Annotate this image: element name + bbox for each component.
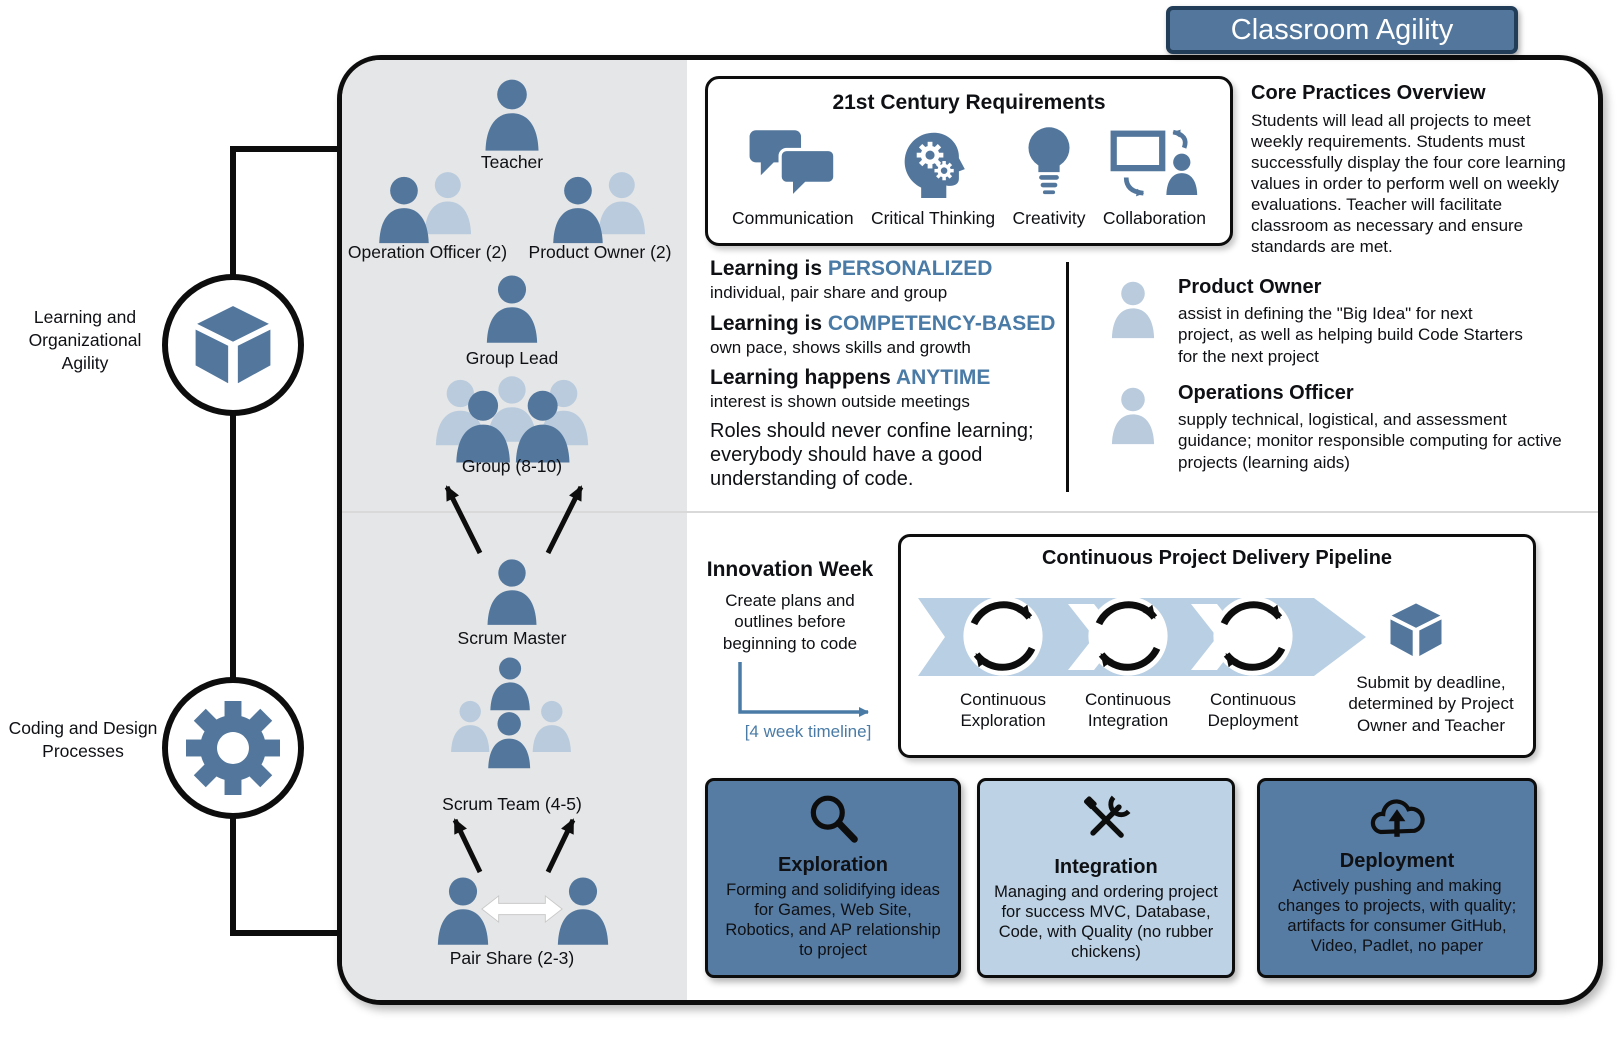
learning-highlight: COMPETENCY-BASED bbox=[827, 312, 1056, 335]
pipeline-stage-label: Continuous Integration bbox=[1084, 690, 1171, 730]
learning-anytime: Learning happens ANYTIME interest is sho… bbox=[710, 366, 1070, 412]
arrows-pair-to-scrum-team bbox=[452, 818, 576, 874]
exploration-title: Exploration bbox=[777, 854, 888, 876]
submit-note: Submit by deadline, determined by Projec… bbox=[1348, 673, 1514, 735]
gear-icon bbox=[186, 701, 280, 795]
magnifier-icon bbox=[810, 795, 858, 843]
learning-personalized: Learning is PERSONALIZED individual, pai… bbox=[710, 257, 1070, 303]
cube-icon bbox=[192, 303, 274, 387]
req-item-critical-thinking: Critical Thinking bbox=[871, 127, 995, 229]
req-label: Communication bbox=[732, 208, 854, 228]
core-practices-body: Students will lead all projects to meet … bbox=[1251, 111, 1566, 257]
timeline-label: [4 week timeline] bbox=[744, 722, 872, 741]
product-owner-role-desc: assist in defining the "Big Idea" for ne… bbox=[1178, 304, 1523, 366]
requirements-box: 21st Century Requirements Communication … bbox=[705, 76, 1233, 246]
scrum-master-label: Scrum Master bbox=[457, 628, 567, 648]
teacher-label: Teacher bbox=[480, 152, 544, 172]
operations-officer-role-icon bbox=[1111, 387, 1155, 445]
learning-highlight: ANYTIME bbox=[895, 366, 991, 389]
learning-prefix: Learning is bbox=[710, 312, 823, 335]
page-title: Classroom Agility bbox=[1230, 13, 1454, 46]
group-icon bbox=[435, 376, 589, 463]
group-lead-icon bbox=[486, 275, 538, 343]
integration-title: Integration bbox=[1054, 856, 1158, 878]
deployment-box: Deployment Actively pushing and making c… bbox=[1257, 778, 1537, 978]
learning-sub: interest is shown outside meetings bbox=[710, 392, 970, 411]
requirements-row: Communication Critical Thinking bbox=[708, 115, 1230, 229]
core-practices-title: Core Practices Overview bbox=[1251, 82, 1486, 104]
req-label: Collaboration bbox=[1102, 208, 1206, 228]
core-practices-block: Core Practices Overview Students will le… bbox=[1251, 82, 1573, 258]
scrum-team-icon bbox=[451, 657, 571, 769]
pipeline-stage-label: Continuous Deployment bbox=[1207, 690, 1299, 730]
timeline-arrow bbox=[738, 662, 869, 717]
pair-share-label: Pair Share (2-3) bbox=[449, 948, 575, 968]
req-label: Critical Thinking bbox=[870, 208, 996, 228]
product-owner-role-icon bbox=[1111, 281, 1155, 339]
pipeline-title: Continuous Project Delivery Pipeline bbox=[1041, 547, 1393, 569]
requirements-title: 21st Century Requirements bbox=[832, 91, 1106, 114]
rail-label-bottom: Coding and Design Processes bbox=[8, 718, 158, 761]
submit-cube-icon bbox=[1388, 601, 1444, 659]
learning-prefix: Learning happens bbox=[710, 366, 891, 389]
deployment-title: Deployment bbox=[1339, 850, 1455, 872]
product-owner-role-block: Product Owner assist in defining the "Bi… bbox=[1178, 276, 1533, 367]
coding-processes-circle bbox=[162, 677, 304, 819]
arrows-scrum-to-group bbox=[444, 485, 584, 555]
tools-icon bbox=[1083, 795, 1131, 838]
lightbulb-icon bbox=[1028, 127, 1070, 195]
learning-competency: Learning is COMPETENCY-BASED own pace, s… bbox=[710, 312, 1070, 358]
learning-note: Roles should never confine learning; eve… bbox=[710, 420, 1034, 490]
scrum-master-icon bbox=[487, 559, 537, 625]
title-banner: Classroom Agility bbox=[1166, 6, 1518, 54]
group-lead-label: Group Lead bbox=[465, 348, 559, 368]
screen-person-icon bbox=[1110, 129, 1198, 197]
rail-vertical-line bbox=[230, 146, 236, 936]
req-label: Creativity bbox=[1012, 208, 1086, 228]
quadrant-divider-line bbox=[342, 511, 1598, 513]
teacher-icon bbox=[485, 79, 539, 151]
innovation-week-desc: Create plans and outlines before beginni… bbox=[722, 591, 858, 653]
roles-divider-line bbox=[1066, 262, 1069, 492]
rail-bottom-connector bbox=[230, 930, 342, 936]
rail-label-top: Learning and Organizational Agility bbox=[28, 307, 142, 373]
cycle-arrows-icon bbox=[1088, 596, 1168, 676]
product-owner-label: Product Owner (2) bbox=[528, 242, 672, 262]
req-item-creativity: Creativity bbox=[1012, 125, 1086, 229]
learning-agility-circle bbox=[162, 274, 304, 416]
deployment-desc: Actively pushing and making changes to p… bbox=[1277, 877, 1517, 956]
operations-officer-role-desc: supply technical, logistical, and assess… bbox=[1178, 410, 1562, 472]
learning-highlight: PERSONALIZED bbox=[827, 257, 993, 280]
exploration-desc: Forming and solidifying ideas for Games,… bbox=[725, 881, 941, 960]
learning-sub: individual, pair share and group bbox=[710, 283, 948, 302]
operation-officer-label: Operation Officer (2) bbox=[347, 242, 508, 262]
integration-desc: Managing and ordering project for succes… bbox=[994, 883, 1218, 962]
integration-box: Integration Managing and ordering projec… bbox=[977, 778, 1235, 978]
cloud-upload-icon bbox=[1370, 799, 1425, 837]
operations-officer-role-block: Operations Officer supply technical, log… bbox=[1178, 382, 1570, 473]
head-gears-icon bbox=[904, 132, 965, 199]
cycle-arrows-icon bbox=[1213, 596, 1293, 676]
learning-sub: own pace, shows skills and growth bbox=[710, 338, 971, 357]
scrum-team-label: Scrum Team (4-5) bbox=[442, 794, 582, 814]
product-owner-icon bbox=[553, 172, 646, 244]
operation-officer-icon bbox=[379, 172, 472, 244]
cycle-arrows-icon bbox=[963, 596, 1043, 676]
double-arrow-icon bbox=[481, 894, 563, 924]
exploration-box: Exploration Forming and solidifying idea… bbox=[705, 778, 961, 978]
rail-top-connector bbox=[230, 146, 342, 152]
product-owner-role-title: Product Owner bbox=[1178, 276, 1322, 298]
req-item-communication: Communication bbox=[732, 127, 854, 229]
pipeline-stage-label: Continuous Exploration bbox=[959, 690, 1046, 730]
innovation-week-title: Innovation Week bbox=[706, 558, 874, 581]
group-label: Group (8-10) bbox=[461, 456, 563, 476]
learning-prefix: Learning is bbox=[710, 257, 823, 280]
operations-officer-role-title: Operations Officer bbox=[1178, 382, 1354, 404]
speech-bubbles-icon bbox=[749, 130, 837, 201]
req-item-collaboration: Collaboration bbox=[1103, 129, 1206, 229]
